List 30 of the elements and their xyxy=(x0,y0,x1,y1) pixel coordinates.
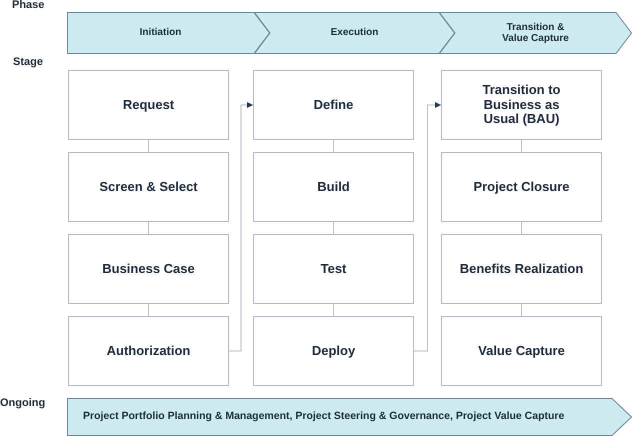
arrow xyxy=(414,102,442,352)
stage-box: Build xyxy=(253,152,414,222)
connector-line xyxy=(521,140,522,152)
phase-band: Execution xyxy=(254,12,455,54)
stage-box: Define xyxy=(253,70,414,140)
stage-box: Request xyxy=(68,70,229,140)
stage-box: Authorization xyxy=(68,316,229,386)
connector-line xyxy=(148,222,149,234)
stage-box: Project Closure xyxy=(441,152,602,222)
row-label: Ongoing xyxy=(0,398,46,409)
stage-box: Business Case xyxy=(68,234,229,304)
row-label: Phase xyxy=(12,0,44,11)
connector-line xyxy=(148,140,149,152)
connector-line xyxy=(521,304,522,316)
phase-band: Transition & Value Capture xyxy=(439,12,632,54)
stage-box: Deploy xyxy=(253,316,414,386)
connector-line xyxy=(333,304,334,316)
stage-box: Benefits Realization xyxy=(441,234,602,304)
arrow xyxy=(228,102,254,352)
connector-line xyxy=(148,304,149,316)
stage-box: Value Capture xyxy=(441,316,602,386)
stage-box: Transition to Business as Usual (BAU) xyxy=(441,70,602,140)
row-label: Stage xyxy=(13,57,43,68)
stage-box: Screen & Select xyxy=(68,152,229,222)
connector-line xyxy=(521,222,522,234)
ongoing-band: Project Portfolio Planning & Management, Project Steering & Governance, Project Value Capture xyxy=(67,398,632,436)
stage-box: Test xyxy=(253,234,414,304)
phase-band: Initiation xyxy=(67,12,270,54)
connector-line xyxy=(333,222,334,234)
connector-line xyxy=(333,140,334,152)
